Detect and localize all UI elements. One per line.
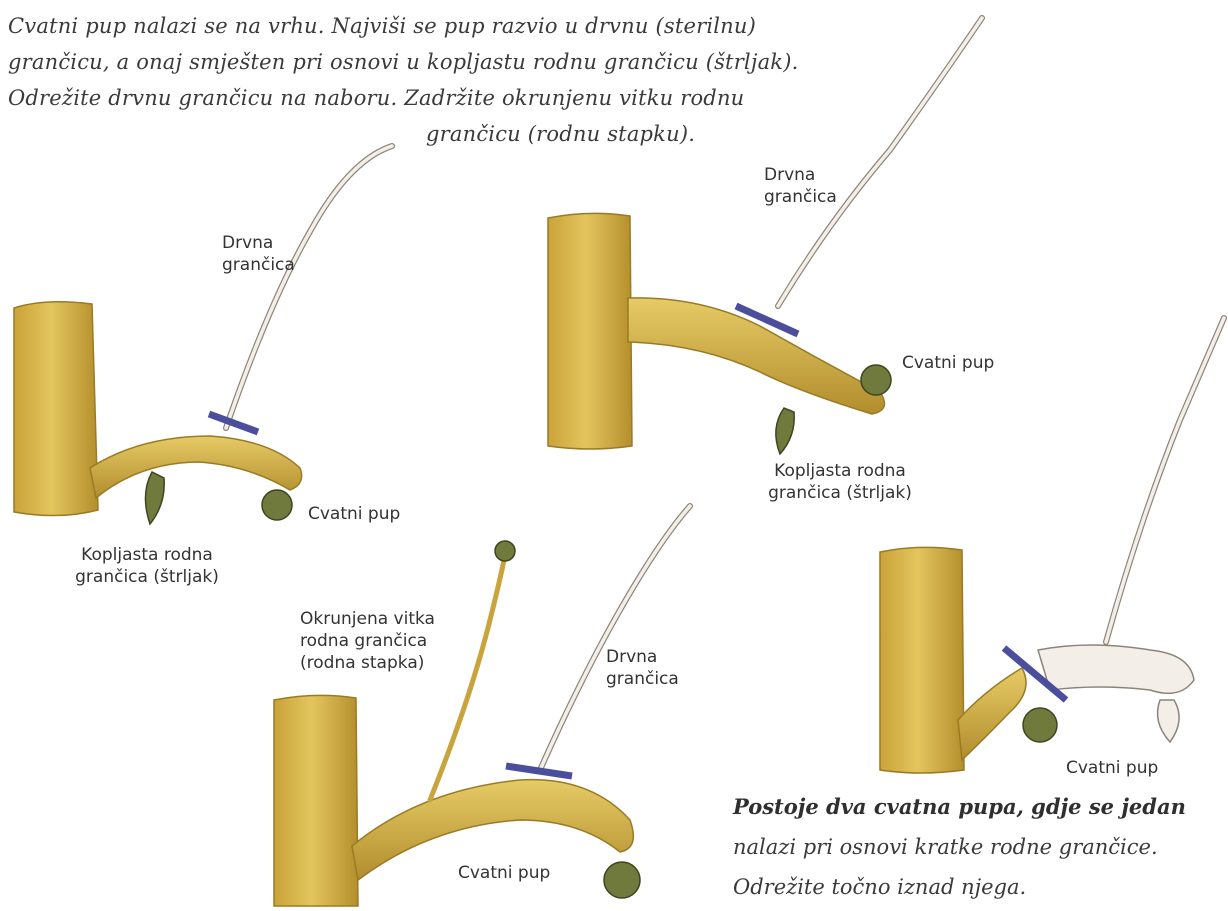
label-woody-shoot-2: Drvna grančica	[764, 164, 837, 208]
caption-bottom: Postoje dva cvatna pupa, gdje se jedan n…	[733, 787, 1228, 907]
stalk-bud-3	[495, 541, 515, 561]
label-fruiting-stalk-3: Okrunjena vitka rodna grančica (rodna st…	[300, 608, 435, 674]
label-line: rodna grančica	[300, 630, 435, 652]
trunk-3	[274, 695, 358, 906]
spur-bud-2	[776, 408, 794, 454]
label-line: Okrunjena vitka	[300, 608, 435, 630]
fruiting-stalk-3	[430, 560, 504, 800]
twig-4	[1106, 318, 1224, 642]
figure-4	[880, 318, 1224, 773]
branch-4	[958, 668, 1026, 760]
figure-3	[274, 506, 690, 906]
label-line: (rodna stapka)	[300, 652, 435, 674]
label-line: grančica (štrljak)	[745, 482, 935, 504]
flower-bud-3	[604, 862, 640, 898]
label-line: Kopljasta rodna	[745, 460, 935, 482]
caption-top: Cvatni pup nalazi se na vrhu. Najviši se…	[8, 8, 908, 152]
label-flower-bud-3: Cvatni pup	[458, 862, 550, 884]
twig-3	[540, 506, 690, 770]
label-spur-1: Kopljasta rodna grančica (štrljak)	[52, 544, 242, 588]
label-spur-2: Kopljasta rodna grančica (štrljak)	[745, 460, 935, 504]
caption-bottom-line: nalazi pri osnovi kratke rodne grančice.	[733, 827, 1228, 867]
cut-mark-1	[209, 414, 258, 432]
flower-bud-1	[262, 490, 292, 520]
label-line: grančica	[606, 668, 679, 690]
label-line: grančica	[764, 186, 837, 208]
trunk-4	[880, 547, 964, 773]
label-line: grančica	[222, 254, 295, 276]
label-woody-shoot-3: Drvna grančica	[606, 646, 679, 690]
pruned-branch-4	[1038, 645, 1194, 693]
caption-top-line: grančicu (rodnu stapku).	[8, 116, 908, 152]
label-flower-bud-4: Cvatni pup	[1066, 757, 1158, 779]
twig-1	[226, 146, 392, 428]
branch-1	[90, 436, 302, 498]
caption-top-line: grančicu, a onaj smješten pri osnovi u k…	[8, 44, 908, 80]
label-flower-bud-2: Cvatni pup	[902, 352, 994, 374]
figure-1	[14, 146, 392, 524]
label-flower-bud-1: Cvatni pup	[308, 503, 400, 525]
spur-bud-1	[145, 472, 164, 524]
caption-top-line: Cvatni pup nalazi se na vrhu. Najviši se…	[8, 8, 908, 44]
trunk-1	[14, 302, 98, 516]
label-line: Kopljasta rodna	[52, 544, 242, 566]
flower-bud-4	[1023, 708, 1057, 742]
label-line: Drvna	[222, 232, 295, 254]
caption-bottom-line: Postoje dva cvatna pupa, gdje se jedan	[733, 787, 1228, 827]
cut-mark-3	[506, 766, 572, 776]
trunk-2	[548, 213, 632, 449]
flower-bud-2	[861, 365, 891, 395]
label-line: Drvna	[606, 646, 679, 668]
caption-top-line: Odrežite drvnu grančicu na naboru. Zadrž…	[8, 80, 908, 116]
pruned-bud-4	[1158, 700, 1180, 742]
label-line: Drvna	[764, 164, 837, 186]
label-line: grančica (štrljak)	[52, 566, 242, 588]
caption-bottom-line: Odrežite točno iznad njega.	[733, 867, 1228, 907]
label-woody-shoot-1: Drvna grančica	[222, 232, 295, 276]
